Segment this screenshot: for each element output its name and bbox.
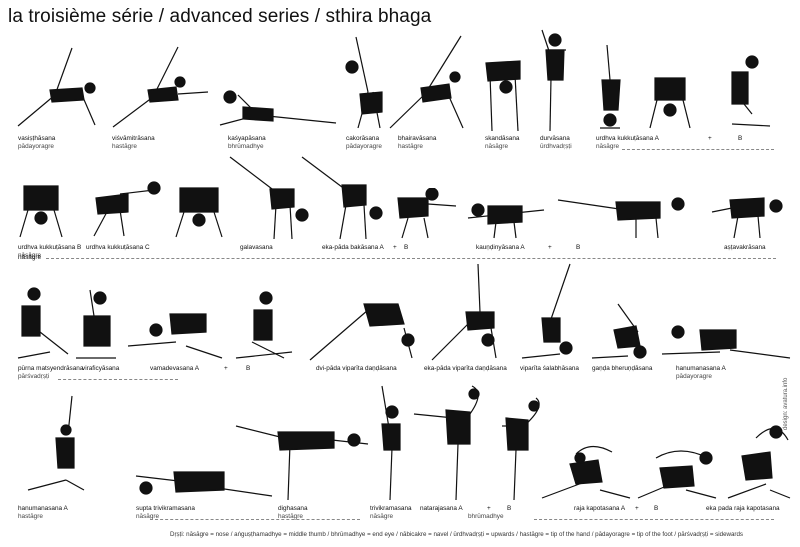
page-title: la troisième série / advanced series / s… <box>8 6 432 27</box>
pose-figure-trivikramasana <box>372 384 410 502</box>
pose-label: viraficyāsana <box>82 365 120 372</box>
pose-figure-urdhva-kukkutasana-b-prep <box>722 54 772 132</box>
pose-figure-eka-pada-raja-kapotasana <box>726 418 792 502</box>
pose-figure-kaundinyasana-b <box>556 192 686 240</box>
divider <box>622 149 774 150</box>
pose-figure-skandasana <box>480 55 525 133</box>
variant-plus: + <box>393 244 397 251</box>
pose-figure-hanumanasana-a-top <box>660 322 792 362</box>
pose-figure-vamadevasana-b <box>232 286 296 362</box>
pose-label: eka-pāda viparīta daṇḍāsana <box>424 365 507 372</box>
pose-figure-supta-trivikramasana <box>134 466 274 502</box>
variant-b: B <box>507 505 512 512</box>
variant-plus: + <box>635 505 639 512</box>
divider <box>46 258 776 259</box>
pose-figure-durvasana <box>536 28 574 133</box>
pose-figure-eka-pada-bakasana-b <box>388 188 458 240</box>
pose-figure-purna-matsyendrasana <box>10 282 70 362</box>
variant-b: B <box>246 365 251 372</box>
pose-figure-galavasana <box>228 155 310 241</box>
pose-figure-kaundinyasana-a <box>466 196 546 240</box>
variant-plus: + <box>224 365 228 372</box>
pose-figure-kasyapasana <box>218 85 338 133</box>
pose-figure-urdhva-kukkutasana-c <box>84 180 162 240</box>
row2-drishti: nāsāgre <box>18 254 42 261</box>
variant-b: B <box>576 244 581 251</box>
pose-label: kauṇḍinyāsana A <box>476 244 525 251</box>
variant-b: B <box>654 505 659 512</box>
variant-plus: + <box>548 244 552 251</box>
variant-b: B <box>738 135 743 142</box>
pose-figure-visvamitrasana <box>108 42 213 132</box>
pose-label: urdhva kukkuṭāsana C <box>86 244 150 251</box>
pose-figure-raja-kapotasana-a <box>540 440 632 502</box>
design-credit: design: avatura.info <box>783 377 789 430</box>
pose-figure-astavakrasana <box>708 182 788 240</box>
pose-label: raja kapotasana A <box>574 505 626 512</box>
pose-label: viparīta śalabhāsana <box>520 365 579 372</box>
pose-figure-eka-pada-bakasana-a <box>300 155 385 241</box>
divider <box>534 519 774 520</box>
pose-figure-natarajasana-a <box>412 384 494 502</box>
variant-b: B <box>404 244 409 251</box>
pose-figure-cakorasana <box>338 32 388 132</box>
pose-figure-dighasana <box>234 424 370 502</box>
pose-label: aṣṭavakrāsana <box>724 244 766 251</box>
pose-figure-urdhva-kukkutasana-a <box>592 40 627 132</box>
pose-figure-vasisthasana <box>10 40 100 130</box>
pose-label: gaṇḍa bheruṇḍāsana <box>592 365 653 372</box>
divider <box>150 519 360 520</box>
variant-plus: + <box>487 505 491 512</box>
pose-label: eka pada raja kapotasana <box>706 505 780 512</box>
pose-figure-dvi-pada-viparita-dandasana <box>308 298 420 362</box>
pose-figure-urdhva-kukkutasana-b <box>10 182 72 240</box>
pose-label: dvi-pāda viparīta daṇḍāsana <box>316 365 397 372</box>
pose-figure-viranficyasana <box>70 286 122 362</box>
variant-plus: + <box>708 135 712 142</box>
pose-figure-bhairavasana <box>385 32 475 132</box>
pose-label: galavasana <box>240 244 273 251</box>
pose-figure-urdhva-kukkutasana-a-variant <box>645 70 695 132</box>
pose-label: vamadevasana A <box>150 365 200 372</box>
pose-figure-viparita-salabhasana <box>520 262 580 362</box>
pose-figure-eka-pada-viparita-dandasana <box>430 262 502 362</box>
pose-figure-urdhva-kukkutasana-c-variant <box>168 184 230 240</box>
divider <box>58 379 178 380</box>
pose-figure-natarajasana-b <box>496 396 548 502</box>
pose-figure-raja-kapotasana-b <box>636 442 718 502</box>
drishti-legend: Dṛṣṭi: nāsāgre = nose / aṅguṣṭhamadhye =… <box>170 531 744 538</box>
pose-figure-ganda-bherundasana <box>588 302 650 362</box>
pose-label: eka-pāda bakāsana A <box>322 244 384 251</box>
pose-figure-vamadevasana-a <box>126 306 224 362</box>
pose-figure-hanumanasana-a <box>26 394 86 494</box>
